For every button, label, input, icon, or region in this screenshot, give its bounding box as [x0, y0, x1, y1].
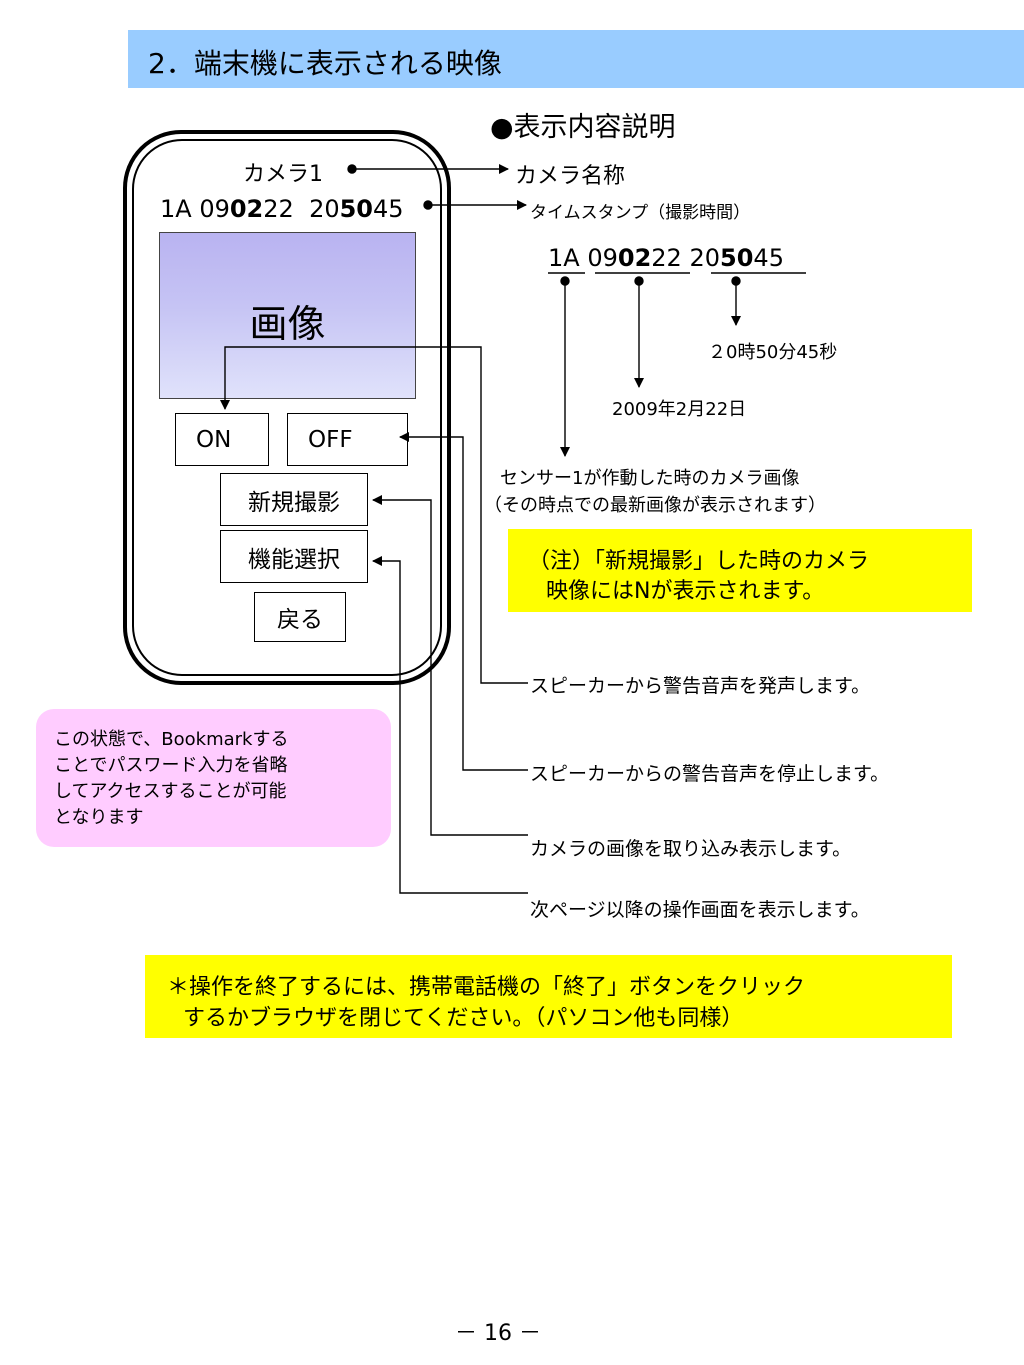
- date-annotation: 2009年2月22日: [612, 399, 747, 420]
- section-header-bar: 2．端末機に表示される映像: [128, 30, 1024, 88]
- camera-name-dot: [347, 164, 357, 174]
- timestamp-display: 1A 090222 205045: [160, 195, 404, 223]
- new-shot-connector: [372, 495, 528, 836]
- off-button[interactable]: OFF: [287, 413, 408, 466]
- off-button-label: OFF: [308, 426, 353, 453]
- bookmark-note-line4: となります: [54, 807, 144, 828]
- new-shot-button-label: 新規撮影: [248, 489, 340, 516]
- timestamp-dot: [423, 200, 433, 210]
- note-line2: 映像にはNが表示されます。: [546, 579, 825, 604]
- date-dot: [634, 276, 644, 286]
- back-button[interactable]: 戻る: [254, 592, 346, 642]
- function-connector: [372, 556, 528, 894]
- camera-name-label: カメラ1: [243, 162, 323, 187]
- timestamp-breakdown: 1A 090222 205045: [548, 244, 784, 272]
- phone-frame-inner: [132, 139, 442, 676]
- new-shot-note-callout: （注）「新規撮影」した時のカメラ 映像にはNが表示されます。: [508, 529, 972, 612]
- sensor-annotation-line1: センサー1が作動した時のカメラ画像: [500, 468, 800, 489]
- off-description: スピーカーからの警告音声を停止します。: [530, 763, 890, 785]
- sensor-dot: [560, 276, 570, 286]
- page-number: － 16 －: [455, 1321, 541, 1346]
- bookmark-note-line1: この状態で、Bookmarkする: [54, 729, 289, 750]
- exit-note-callout: ＊操作を終了するには、携帯電話機の「終了」ボタンをクリック するかブラウザを閉じ…: [145, 955, 952, 1038]
- sensor-annotation-line2: （その時点での最新画像が表示されます）: [484, 495, 826, 516]
- function-select-button[interactable]: 機能選択: [220, 530, 368, 583]
- bookmark-note-callout: この状態で、Bookmarkする ことでパスワード入力を省略 してアクセスするこ…: [36, 709, 391, 847]
- time-annotation: ２0時50分45秒: [708, 342, 838, 363]
- new-shot-button[interactable]: 新規撮影: [220, 473, 368, 526]
- function-select-button-label: 機能選択: [248, 546, 340, 573]
- image-placeholder-label: 画像: [249, 302, 326, 346]
- bookmark-note-line2: ことでパスワード入力を省略: [54, 755, 288, 776]
- timestamp-annotation: タイムスタンプ（撮影時間）: [530, 203, 751, 223]
- on-description: スピーカーから警告音声を発声します。: [530, 675, 871, 697]
- on-connector: [220, 346, 528, 684]
- time-dot: [731, 276, 741, 286]
- on-button-label: ON: [196, 426, 232, 453]
- off-connector: [399, 432, 528, 771]
- back-button-label: 戻る: [277, 607, 323, 633]
- phone-frame-outer: [123, 130, 451, 685]
- note-line1: （注）「新規撮影」した時のカメラ: [528, 549, 870, 574]
- camera-image-area: 画像: [159, 232, 416, 399]
- section-title: 2．端末機に表示される映像: [148, 47, 502, 80]
- camera-name-annotation: カメラ名称: [515, 164, 626, 189]
- exit-note-line1: ＊操作を終了するには、携帯電話機の「終了」ボタンをクリック: [167, 975, 806, 1000]
- function-select-description: 次ページ以降の操作画面を表示します。: [530, 899, 870, 921]
- bookmark-note-line3: してアクセスすることが可能: [54, 781, 287, 802]
- new-shot-description: カメラの画像を取り込み表示します。: [530, 838, 852, 860]
- on-button[interactable]: ON: [175, 413, 269, 466]
- exit-note-line2: するかブラウザを閉じてください。（パソコン他も同様）: [183, 1006, 744, 1031]
- display-description-heading: ●表示内容説明: [490, 112, 676, 143]
